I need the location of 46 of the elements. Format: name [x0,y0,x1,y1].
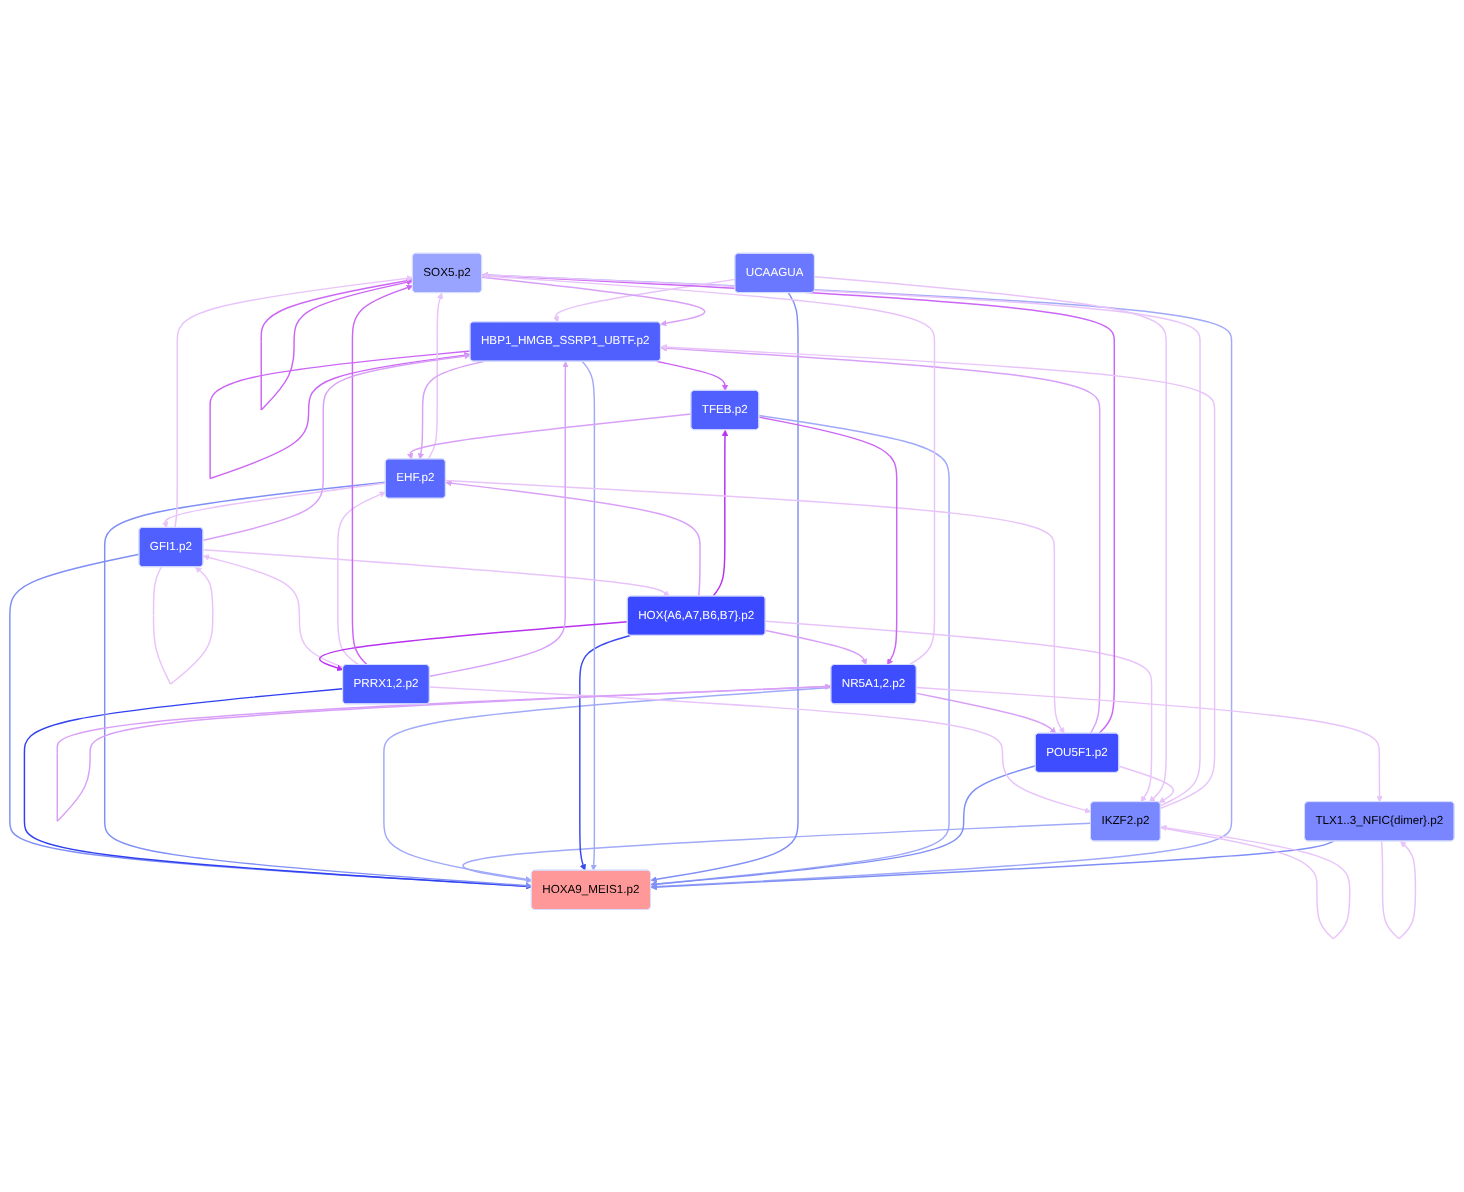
arrow [481,272,936,666]
arrow [814,276,1167,803]
arrow [1380,840,1417,940]
arrow [660,343,1216,809]
arrow [174,275,414,529]
arrow [656,360,729,391]
arrow [260,278,414,411]
arrow [209,350,472,480]
arrow [337,491,386,666]
arrow [915,686,1383,803]
arrow [9,553,532,890]
arrow [56,683,832,822]
arrow [351,284,414,666]
arrow [650,292,799,883]
arrow [23,687,532,890]
arrow [915,692,1057,734]
arrow [552,278,736,323]
arrow [162,482,387,529]
arrow [428,361,569,677]
arrow [407,413,692,460]
arrow [202,352,471,541]
arrow [417,360,485,460]
arrow [318,621,629,671]
arrow [581,360,597,871]
arrow [712,429,729,598]
arrow [650,840,1335,891]
arrow [1118,765,1174,803]
arrow [764,620,1153,803]
arrow [462,822,1092,884]
arrow [152,566,214,685]
arrow [650,765,1037,888]
arrow [764,629,867,666]
arrow [481,271,1201,807]
arrow [579,634,631,871]
arrow [428,686,1092,814]
arrow [103,481,532,889]
arrow [481,276,706,327]
arrow [650,414,950,888]
arrow [660,345,1101,735]
arrow [445,479,1065,734]
arrow [445,480,701,598]
arrow [1160,824,1351,940]
arrow [202,549,670,597]
arrow [203,554,344,669]
arrow [427,292,443,460]
arrow [758,416,898,666]
